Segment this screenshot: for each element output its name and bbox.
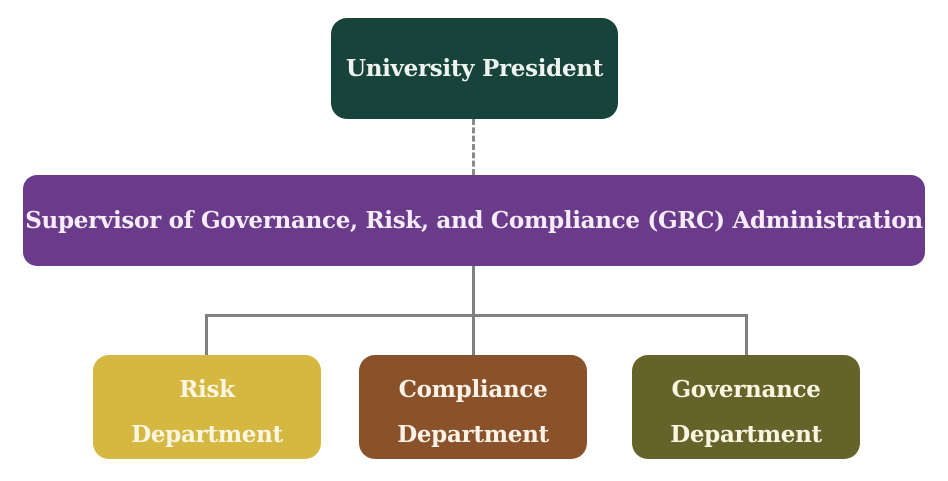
node-compliance-department: Compliance Department [359,355,587,459]
node-label-line2: Department [131,421,283,448]
node-label-line1: Compliance [398,376,548,403]
node-label: Supervisor of Governance, Risk, and Comp… [25,207,923,234]
node-grc-supervisor: Supervisor of Governance, Risk, and Comp… [23,175,925,266]
node-university-president: University President [331,18,618,119]
node-label-line1: Governance [671,376,821,403]
node-label-line2: Department [397,421,549,448]
dashed-connector-president-supervisor [472,119,475,175]
node-label-line1: Risk [179,376,235,403]
node-governance-department: Governance Department [632,355,860,459]
connector-horizontal-bar [205,314,748,317]
connector-drop-risk [205,314,208,355]
connector-drop-governance [745,314,748,355]
node-label-line2: Department [670,421,822,448]
node-label: University President [345,55,604,82]
connector-trunk [472,266,475,355]
node-risk-department: Risk Department [93,355,321,459]
